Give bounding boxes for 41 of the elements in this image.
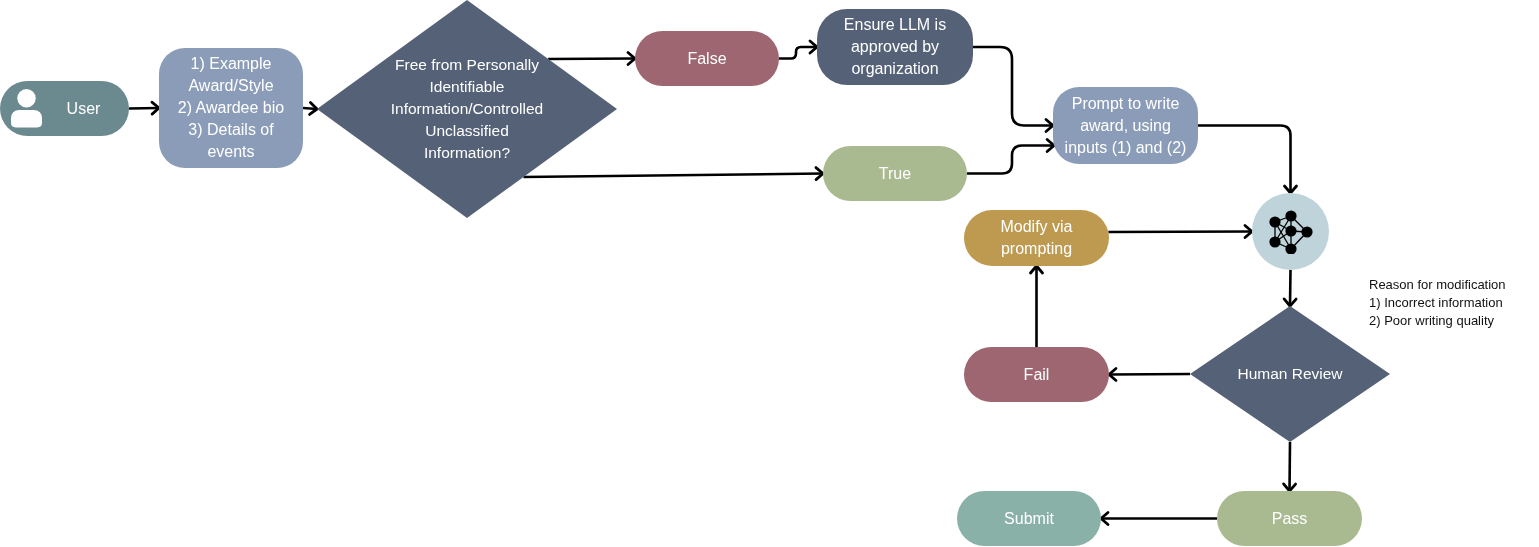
- decision-text: Free from Personally Identifiable Information/Controlled Unclassified Information?: [389, 55, 545, 163]
- process-box: [635, 31, 779, 86]
- node-text: False: [687, 48, 727, 69]
- arrow: [1282, 270, 1298, 308]
- list-item: 1) Example Award/Style: [187, 54, 275, 96]
- process-box: [1217, 491, 1362, 546]
- node-text: Prompt to write award, using inputs (1) and (2): [1063, 93, 1188, 158]
- arrow: [1198, 124, 1298, 195]
- node-text: Fail: [1023, 364, 1050, 385]
- arrow: [1029, 264, 1044, 347]
- annotation-text: 2) Poor writing quality: [1369, 312, 1494, 330]
- process-box: [823, 146, 967, 201]
- process-box: [964, 210, 1109, 266]
- process-box: [1053, 87, 1198, 164]
- process-box: [964, 347, 1109, 402]
- list-item: 3) Details of events: [187, 120, 275, 162]
- process-box: [159, 48, 303, 168]
- process-box: [817, 9, 973, 85]
- arrow: [548, 51, 637, 66]
- node-text: Submit: [1004, 508, 1054, 529]
- process-box: [957, 491, 1101, 546]
- annotation-text: Reason for modification: [1369, 276, 1506, 294]
- arrow: [523, 166, 825, 181]
- arrow: [779, 39, 819, 60]
- node-text: Pass: [1271, 508, 1308, 529]
- decision-text: Human Review: [1236, 364, 1344, 384]
- arrow: [1107, 367, 1190, 382]
- arrow: [967, 138, 1056, 175]
- annotation-text: 1) Incorrect information: [1369, 294, 1503, 312]
- arrow: [973, 45, 1055, 133]
- arrow: [128, 100, 161, 116]
- terminal-pill: [0, 81, 129, 136]
- arrow: [1108, 224, 1254, 239]
- node-text: Ensure LLM is approved by organization: [842, 15, 948, 79]
- arrow: [302, 101, 319, 116]
- node-text: User: [66, 98, 101, 119]
- arrow: [1282, 442, 1297, 493]
- list-item: 2) Awardee bio: [177, 98, 285, 118]
- node-text: True: [878, 163, 912, 184]
- node-text: Modify via prompting: [999, 217, 1074, 259]
- arrow: [1099, 511, 1217, 526]
